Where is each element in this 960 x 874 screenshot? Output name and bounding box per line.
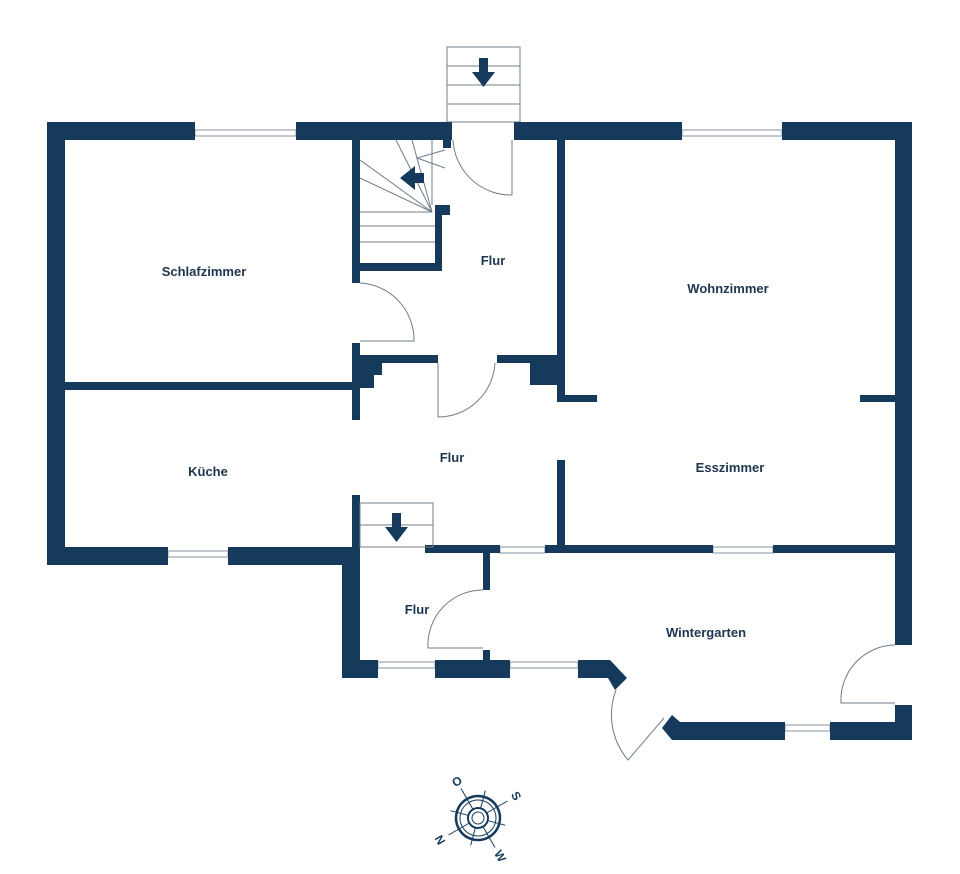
compass-icon: N O S W [432,773,525,865]
walls [47,122,912,740]
entrance-stairs [446,46,521,123]
room-label-kueche: Küche [188,464,228,479]
inner-staircase [359,139,446,243]
lower-stairs [359,502,434,548]
compass-west: W [491,848,509,865]
compass-east: O [449,773,464,790]
compass-south: S [508,789,524,803]
compass-north: N [432,833,448,848]
room-label-flur-top: Flur [481,253,506,268]
room-label-flur-bottom: Flur [405,602,430,617]
room-label-esszimmer: Esszimmer [696,460,765,475]
room-label-wohnzimmer: Wohnzimmer [687,281,768,296]
arrow-left-icon [400,166,424,190]
windows [167,129,831,732]
room-label-flur-middle: Flur [440,450,465,465]
arrow-down-icon [385,513,408,542]
arrow-down-icon [472,58,495,87]
doors [359,139,896,761]
room-label-schlafzimmer: Schlafzimmer [162,264,247,279]
room-label-wintergarten: Wintergarten [666,625,746,640]
